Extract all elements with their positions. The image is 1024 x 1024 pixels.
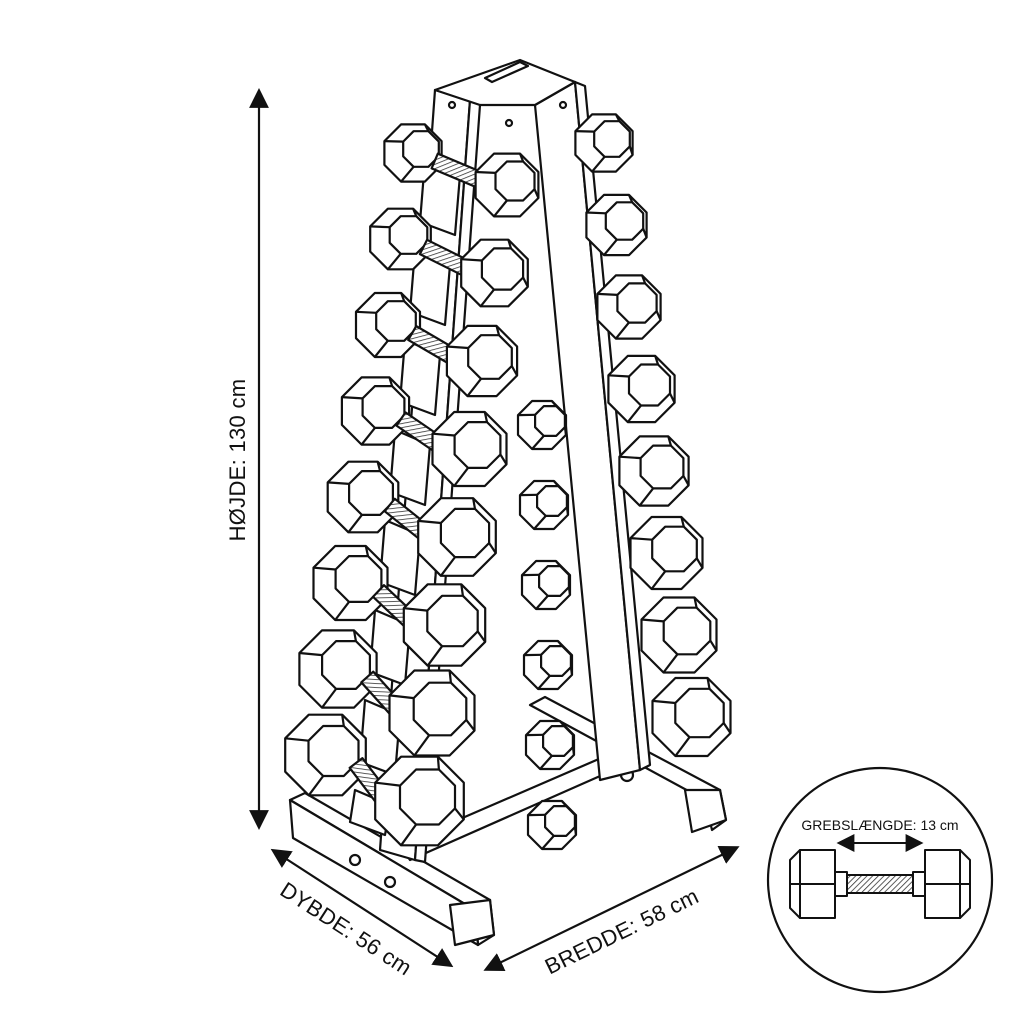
dumbbell-head-icon [516, 399, 568, 451]
dumbbell-head-icon [526, 799, 578, 851]
dumbbell-head-icon [388, 669, 476, 757]
dumbbell-head-icon [312, 544, 389, 622]
dumbbell-head-icon [640, 596, 718, 674]
dumbbell-head-icon [651, 676, 732, 758]
dumbbell-head-icon [618, 435, 690, 507]
dumbbell-icon [789, 849, 971, 919]
dumbbell-head-icon [585, 193, 648, 257]
dumbbell-head-icon [354, 291, 422, 359]
dumbbell-head-icon [326, 460, 400, 534]
dumbbell-back-column [516, 113, 732, 851]
rack-upright [348, 58, 652, 864]
height-label: HØJDE: 130 cm [225, 379, 250, 542]
dumbbell-head-icon [518, 479, 570, 531]
grip-length-inset: GREBSLÆNGDE: 13 cm [766, 766, 994, 994]
dumbbell-front-column [284, 123, 540, 847]
dumbbell-head-icon [417, 497, 497, 577]
dumbbell-head-icon [524, 719, 576, 771]
dumbbell-head-icon [383, 123, 443, 183]
dumbbell-head-icon [596, 274, 662, 340]
dumbbell-head-icon [402, 583, 487, 667]
dumbbell-head-icon [369, 207, 432, 271]
dumbbell-head-icon [522, 639, 574, 691]
dumbbell-head-icon [520, 559, 572, 611]
dumbbell-head-icon [629, 515, 704, 591]
dumbbell-head-icon [284, 713, 367, 797]
dumbbell-head-icon [460, 238, 529, 308]
height-dimension: HØJDE: 130 cm [225, 88, 269, 830]
dumbbell-head-icon [574, 113, 634, 173]
dumbbell-head-icon [607, 354, 676, 424]
width-dimension: BREDDE: 58 cm [483, 846, 740, 979]
dumbbell-head-icon [298, 629, 378, 709]
grip-label: GREBSLÆNGDE: 13 cm [801, 817, 958, 833]
dumbbell-head-icon [474, 152, 540, 218]
dumbbell-head-icon [340, 376, 411, 446]
dumbbell-head-icon [431, 410, 508, 488]
dumbbell-head-icon [374, 755, 465, 847]
dumbbell-head-icon [445, 324, 519, 398]
